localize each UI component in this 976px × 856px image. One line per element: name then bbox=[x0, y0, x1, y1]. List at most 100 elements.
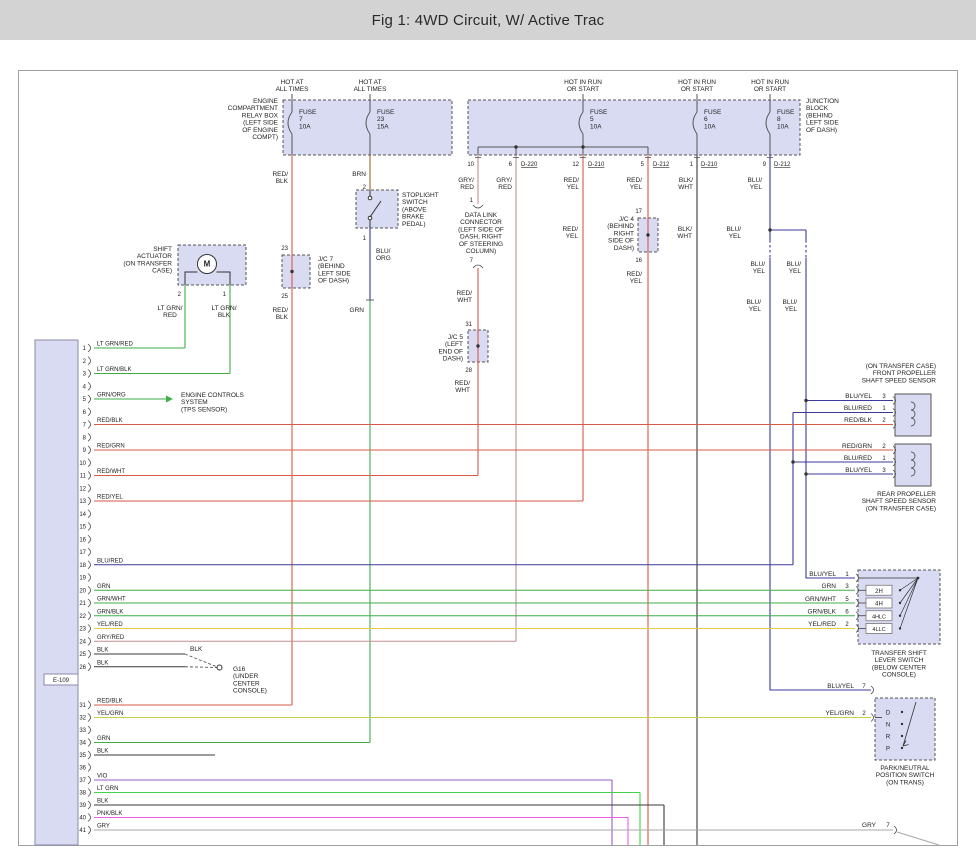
pin-number-1: 1 bbox=[83, 346, 87, 352]
ts-pin-1: 1 bbox=[845, 572, 849, 578]
ts-pivot bbox=[916, 576, 920, 580]
ground-ring bbox=[216, 664, 223, 671]
wire-label-row-22: GRN/BLK bbox=[97, 609, 123, 615]
gry-wire-label: GRY bbox=[862, 822, 877, 829]
pin-number-18: 18 bbox=[79, 563, 86, 569]
pin-bracket-4 bbox=[87, 381, 91, 391]
wire-label-bluyel-6: BLU/YEL bbox=[783, 299, 798, 313]
wire-label-row-5: GRN/ORG bbox=[97, 393, 126, 399]
junction-dot bbox=[646, 233, 650, 237]
wire-label-redwht-2: RED/WHT bbox=[454, 380, 470, 394]
pin-number-11: 11 bbox=[80, 474, 87, 480]
pnp-contact-r bbox=[900, 734, 904, 738]
pin-number-12: 12 bbox=[79, 486, 86, 492]
pin-number-3: 3 bbox=[83, 372, 87, 378]
terminal-bracket bbox=[892, 408, 896, 417]
pin-number-14: 14 bbox=[79, 512, 86, 518]
wire-label-row-31: RED/BLK bbox=[97, 699, 123, 705]
wire-label-redyel-4: RED/YEL bbox=[562, 226, 578, 240]
wire-label-row-18: BLU/RED bbox=[97, 558, 124, 564]
terminal-bracket bbox=[855, 598, 859, 608]
pin-bracket-34 bbox=[87, 738, 91, 747]
jb-pin-6: 6 bbox=[509, 162, 513, 168]
jb-pin-5: 5 bbox=[641, 162, 645, 168]
fs-wire-3: BLU/YEL bbox=[845, 393, 872, 400]
pin-bracket-7 bbox=[87, 420, 91, 429]
wire-label-row-9: RED/GRN bbox=[97, 444, 125, 450]
transfer-switch-internals bbox=[858, 576, 920, 634]
rs-wire-3: BLU/YEL bbox=[845, 467, 872, 474]
ts-wire-2: YEL/RED bbox=[808, 621, 836, 628]
pin-bracket-33 bbox=[87, 725, 91, 735]
pin-number-20: 20 bbox=[79, 588, 86, 594]
pin-bracket-17 bbox=[87, 547, 91, 557]
pin-number-5: 5 bbox=[83, 397, 87, 403]
pin-bracket-2 bbox=[87, 356, 91, 366]
ts-pos-4llc: 4LLC bbox=[872, 627, 885, 633]
shift-actuator-motor-symbol bbox=[184, 254, 231, 285]
wire-label-redyel-3: RED/YEL bbox=[626, 271, 642, 285]
diagram-frame bbox=[18, 70, 958, 846]
ts-row-stubs bbox=[858, 589, 866, 629]
ts-contact-4hlc bbox=[898, 614, 902, 617]
fuse-symbol bbox=[765, 94, 771, 135]
ts-blades bbox=[899, 577, 919, 629]
pin-bracket-11 bbox=[87, 471, 91, 480]
ts-pos-4hlc: 4HLC bbox=[872, 614, 886, 620]
pin-bracket-5 bbox=[87, 394, 91, 404]
jc7-pin-23: 23 bbox=[281, 246, 288, 252]
pin-bracket-36 bbox=[87, 763, 91, 772]
wire-label-gryred-2: GRY/RED bbox=[496, 177, 512, 191]
pin-bracket-18 bbox=[87, 560, 91, 570]
wire-label-row-24: GRY/RED bbox=[97, 635, 125, 641]
e109-label: E-109 bbox=[53, 678, 70, 684]
actuator-pin-2: 2 bbox=[178, 292, 182, 298]
park-neutral-switch-box bbox=[874, 697, 936, 761]
motor-m: M bbox=[204, 260, 211, 269]
wire-label-row-20: GRN bbox=[97, 584, 110, 590]
pin-number-22: 22 bbox=[79, 614, 86, 620]
pnp-blade bbox=[902, 701, 917, 747]
figure-titlebar: Fig 1: 4WD Circuit, W/ Active Trac bbox=[0, 0, 976, 40]
wire-label-ltgrnred: LT GRN/RED bbox=[157, 305, 182, 319]
pin-number-33: 33 bbox=[79, 728, 86, 734]
pin-bracket-15 bbox=[87, 522, 91, 531]
pin-bracket-10 bbox=[87, 458, 91, 468]
ts-wire-3: GRN bbox=[822, 583, 837, 590]
pin-bracket-41 bbox=[87, 825, 91, 835]
pin-number-37: 37 bbox=[79, 778, 86, 784]
pnp-contact-p bbox=[900, 746, 904, 750]
pin-number-41: 41 bbox=[79, 828, 86, 834]
wire-label-blk-ground: BLK bbox=[190, 646, 203, 653]
dlc-pin-7: 7 bbox=[470, 258, 474, 264]
pin-number-36: 36 bbox=[79, 766, 86, 772]
stoplight-switch-box bbox=[355, 189, 399, 229]
pnp-contact-n bbox=[900, 722, 904, 726]
pnp-blade-arrow bbox=[902, 740, 909, 747]
wire-label-bluyel-1: BLU/YEL bbox=[748, 177, 763, 191]
jb-pin-10: 10 bbox=[467, 162, 474, 168]
wire-label-row-39: BLK bbox=[97, 799, 108, 805]
ground-dashed-leads bbox=[184, 653, 218, 668]
jc5-pin-31: 31 bbox=[465, 322, 472, 328]
wire-label-redwht-1: RED/WHT bbox=[456, 290, 472, 304]
pin-number-32: 32 bbox=[79, 716, 86, 722]
switch-contact-top bbox=[367, 195, 373, 201]
pin-number-31: 31 bbox=[79, 703, 86, 709]
pin-bracket-39 bbox=[87, 800, 91, 810]
stoplight-pin-2: 2 bbox=[363, 185, 367, 191]
fs-wire-2: RED/BLK bbox=[844, 417, 872, 424]
wire-label-row-40: PNK/BLK bbox=[97, 811, 122, 817]
ts-pos-box-4hlc bbox=[865, 610, 893, 622]
